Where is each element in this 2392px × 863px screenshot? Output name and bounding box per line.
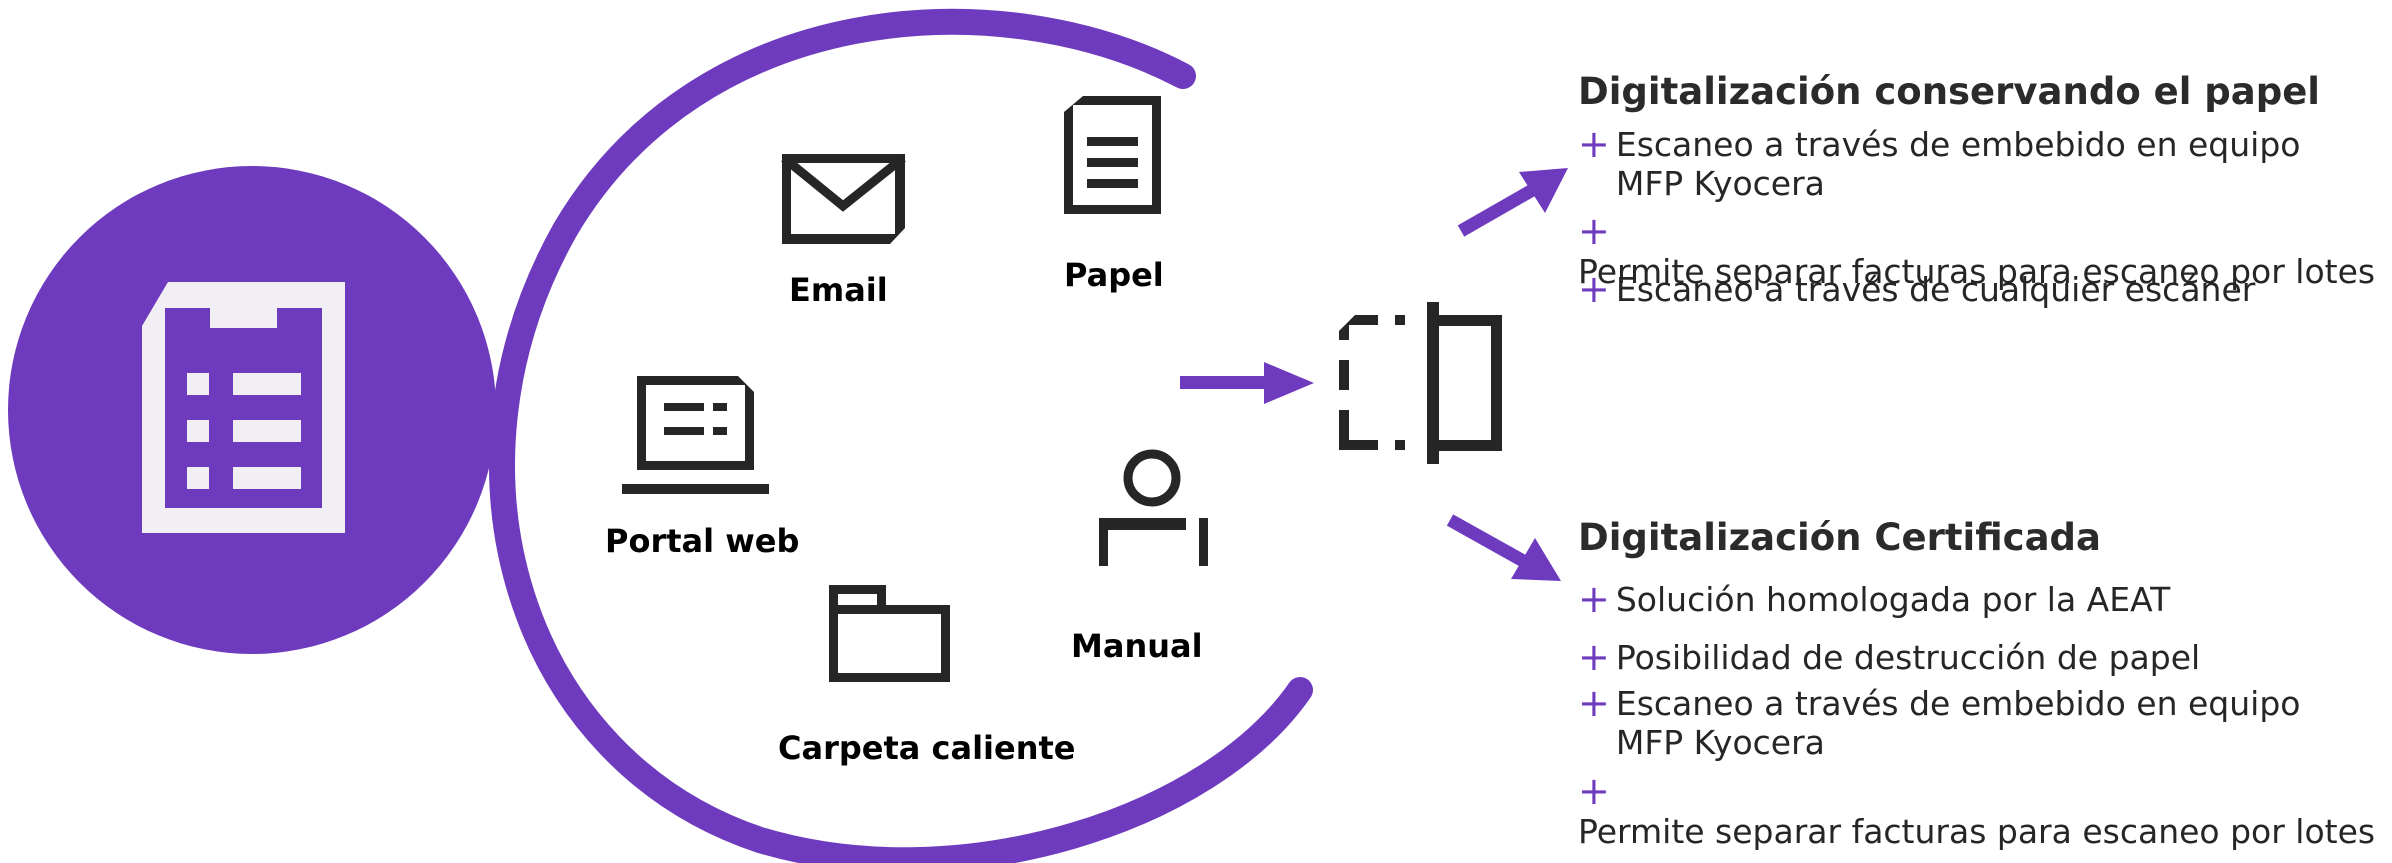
carpeta-caliente-label: Carpeta caliente — [778, 729, 1076, 767]
plus-icon: + — [1578, 769, 1610, 813]
scanner-icon — [1339, 302, 1502, 464]
list-item: +Solución homologada por la AEAT — [1578, 577, 2171, 621]
section-title-certificada: Digitalización Certificada — [1578, 516, 2101, 559]
portal-web-label: Portal web — [605, 522, 800, 560]
user-icon — [1099, 449, 1208, 566]
plus-icon: + — [1578, 267, 1610, 311]
list-item: +Escaneo a través de cualquier escáner — [1578, 267, 2256, 311]
plus-icon: + — [1578, 209, 1610, 253]
laptop-icon — [622, 376, 769, 494]
plus-icon: + — [1578, 577, 1610, 621]
folder-icon — [829, 585, 950, 682]
sources-arc — [489, 8, 1313, 863]
manual-label: Manual — [1071, 627, 1203, 665]
plus-icon: + — [1578, 122, 1610, 166]
invoice-badge — [8, 166, 496, 654]
invoice-icon — [142, 282, 345, 533]
papel-label: Papel — [1064, 256, 1164, 294]
email-label: Email — [789, 271, 888, 309]
section-title-conservando: Digitalización conservando el papel — [1578, 70, 2320, 113]
list-item: +Posibilidad de destrucción de papel — [1578, 635, 2201, 679]
arrow-down-right-icon — [1446, 514, 1561, 581]
arrow-icon — [1180, 362, 1314, 404]
list-item: +Permite separar facturas para escaneo p… — [1578, 769, 2376, 852]
arrow-up-right-icon — [1457, 168, 1568, 237]
plus-icon: + — [1578, 681, 1610, 725]
list-item: +Escaneo a través de embebido en equipo … — [1578, 681, 2301, 763]
plus-icon: + — [1578, 635, 1610, 679]
list-item: +Escaneo a través de embebido en equipo … — [1578, 122, 2301, 204]
document-icon — [1064, 96, 1161, 214]
email-icon — [781, 154, 906, 244]
list-item: +Permite separar facturas para escaneo p… — [1578, 209, 2376, 292]
